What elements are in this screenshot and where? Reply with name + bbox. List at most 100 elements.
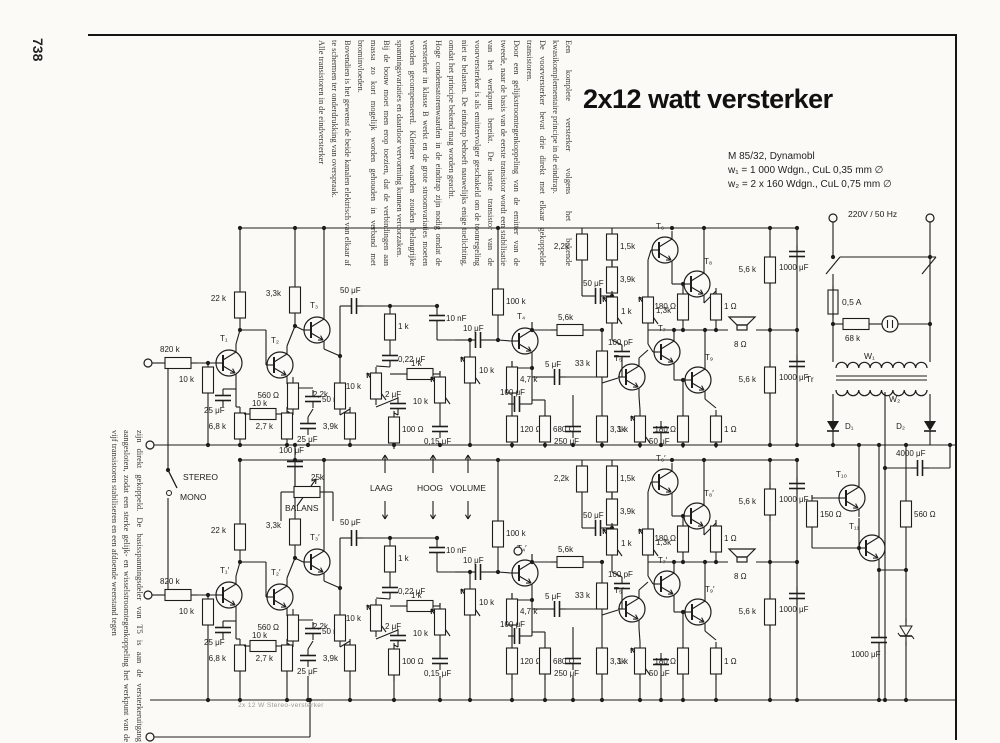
component-rv-5,6 k: 5,6 k [739,361,777,399]
component-rv-4,7 k: 4,7 k [505,593,538,631]
svg-text:1000 μF: 1000 μF [779,605,809,614]
svg-text:0,15 μF: 0,15 μF [424,437,451,446]
component-tr-T₄′: T₄′ [511,544,539,592]
component-tm [925,213,935,223]
svg-text:0,22 μF: 0,22 μF [398,355,425,364]
svg-text:T₁: T₁ [220,334,228,343]
svg-text:W₂: W₂ [889,394,900,404]
svg-text:820 k: 820 k [160,345,181,354]
svg-text:1 k: 1 k [617,657,629,666]
svg-text:50 μF: 50 μF [340,286,361,295]
component-rv [605,291,619,329]
component-rv-3,3k: 3,3k [266,281,302,319]
component-rv-10 k: 10 k [179,361,215,399]
svg-text:T₂: T₂ [271,336,279,345]
svg-text:50 nF: 50 nF [322,395,343,404]
svg-text:1 k: 1 k [617,425,629,434]
component-rh-820 k: 820 k [159,577,197,602]
svg-text:180 Ω: 180 Ω [654,657,676,666]
component-ch-1000 μF: 1000 μF [779,587,809,614]
component-rv-6,8 k: 6,8 k [209,407,247,445]
svg-text:5,6k: 5,6k [558,545,574,554]
component-rv [463,583,477,621]
svg-text:1 k: 1 k [411,359,423,368]
component-ch-0,15 μF: 0,15 μF [424,652,451,678]
svg-text:2,7 k: 2,7 k [256,422,274,431]
component-tr-T₈: T₈ [683,257,712,303]
component-rh-820 k: 820 k [159,345,197,370]
component-rv [633,642,647,680]
component-ch-100 pF: 100 pF [608,338,633,363]
svg-text:150 Ω: 150 Ω [820,510,842,519]
svg-text:100 Ω: 100 Ω [402,657,424,666]
component-cv-10 μF: 10 μF [463,324,487,348]
component-tm [145,732,155,742]
svg-text:10 k: 10 k [413,397,429,406]
svg-text:3,3k: 3,3k [610,657,626,666]
svg-text:T₆′: T₆′ [656,454,666,463]
svg-text:1 Ω: 1 Ω [724,657,737,666]
svg-text:4000 μF: 4000 μF [896,449,926,458]
component-rv-120 Ω: 120 Ω [505,642,542,680]
svg-text:120 Ω: 120 Ω [520,425,542,434]
component-ch-2 μF: 2 μF [385,622,406,647]
svg-text:180 Ω: 180 Ω [654,534,676,543]
component-tr-T₁₁: T₁₁ [849,522,886,567]
svg-text:25 μF: 25 μF [297,667,318,676]
svg-text:BALANS: BALANS [285,503,319,513]
component-rv-5,6 k: 5,6 k [739,483,777,521]
component-ch-10 nF: 10 nF [429,309,467,327]
svg-text:100 μF: 100 μF [500,620,525,629]
svg-text:1000 μF: 1000 μF [851,650,881,659]
transformer-spec: M 85/32, Dynamobl w₁ = 1 000 Wdgn., CuL … [728,150,892,192]
component-txt-MONO: MONO [180,492,207,502]
svg-text:50 μF: 50 μF [340,518,361,527]
component-rv-33 k: 33 k [575,345,609,383]
component-ch-0,22 μF: 0,22 μF [382,581,425,599]
svg-text:560 Ω: 560 Ω [257,623,279,632]
component-rv-3,9k: 3,9k [605,261,636,299]
svg-text:MONO: MONO [180,492,207,502]
component-rv-560 Ω: 560 Ω [899,495,936,533]
component-rh-10 k: 10 k [244,631,282,653]
svg-text:1 Ω: 1 Ω [724,425,737,434]
svg-text:25k: 25k [311,473,325,482]
svg-text:50 nF: 50 nF [322,627,343,636]
component-rv [369,599,383,637]
component-tr-T₁₀: T₁₀ [836,470,866,517]
svg-text:22 k: 22 k [211,294,227,303]
component-tm [143,590,153,600]
component-ch-50 nF: 50 nF [305,622,343,640]
component-tr-T₃: T₃ [303,301,331,349]
svg-text:STEREO: STEREO [183,472,218,482]
svg-text:5,6 k: 5,6 k [739,607,757,616]
component-rv-22 k: 22 k [211,286,247,324]
svg-text:5,6 k: 5,6 k [739,265,757,274]
component-tr-T₉: T₉ [684,353,713,399]
svg-text:180 Ω: 180 Ω [654,425,676,434]
svg-text:T₆: T₆ [656,222,664,231]
component-tr-T₆: T₆ [651,222,679,269]
component-rv-2,7 k: 2,7 k [256,639,294,677]
component-rv-100 k: 100 k [491,515,527,553]
component-rv-1 k: 1 k [383,540,410,578]
component-rv-180 Ω: 180 Ω [654,410,690,448]
svg-text:3,9k: 3,9k [323,654,339,663]
component-rv-2,7 k: 2,7 k [256,407,294,445]
component-tr-T₂: T₂ [266,336,294,384]
component-txt-VOLUME: VOLUME [450,483,486,493]
component-ch-1000 μF: 1000 μF [779,355,809,382]
svg-text:0,5 A: 0,5 A [842,297,862,307]
component-rv-3,3k: 3,3k [595,642,626,680]
component-ch-50 μF: 50 μF [649,653,670,678]
svg-text:3,3k: 3,3k [610,425,626,434]
component-rv [605,523,619,561]
component-rh [288,485,326,499]
component-rv-680 Ω: 680 Ω [538,642,575,680]
component-ch-0,22 μF: 0,22 μF [382,349,425,367]
svg-text:100 μF: 100 μF [279,446,304,455]
component-tr-T₄: T₄ [511,312,539,360]
component-rv [633,410,647,448]
component-tm [143,358,153,368]
